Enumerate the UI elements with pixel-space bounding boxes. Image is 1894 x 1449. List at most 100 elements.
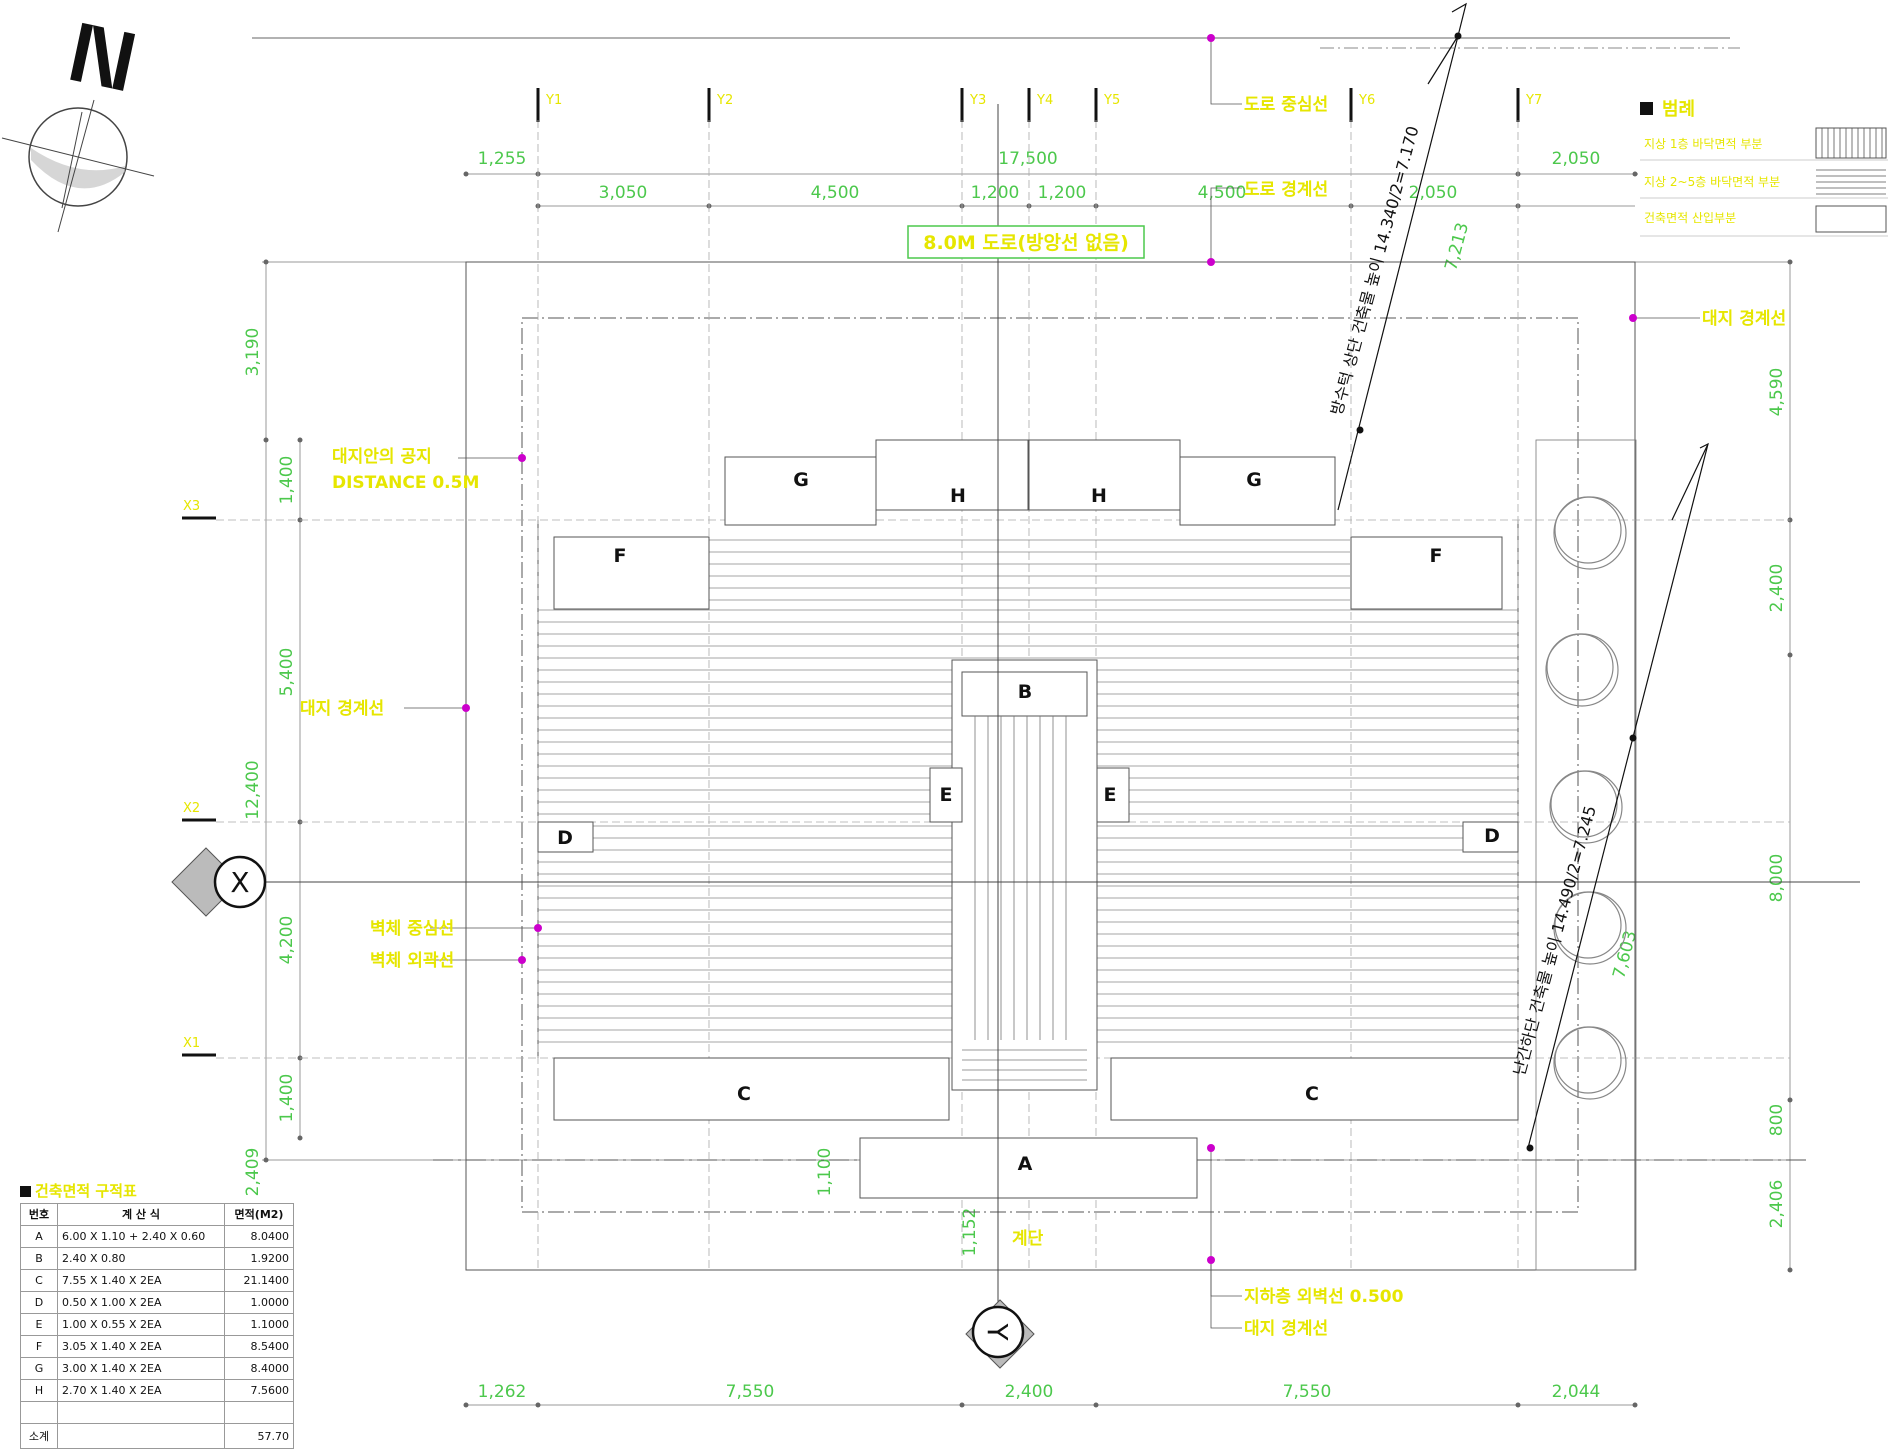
row-formula: 7.55 X 1.40 X 2EA (57, 1269, 225, 1292)
dim-bottom-4: 7,550 (1283, 1382, 1332, 1402)
note-setback-1: 대지안의 공지 (332, 447, 432, 467)
zone-h-right: H (1091, 485, 1107, 507)
axis-label-x: X (230, 866, 249, 899)
dim-top-d2: 4,500 (811, 183, 860, 203)
zone-f-right: F (1430, 545, 1443, 567)
dim-bottom-5: 2,044 (1552, 1382, 1601, 1402)
dim-bottom-3: 2,400 (1005, 1382, 1054, 1402)
zone-f-left: F (614, 545, 627, 567)
dim-left-2: 12,400 (243, 760, 263, 819)
row-id: C (20, 1269, 58, 1292)
note-bottom: 지하층 외벽선 0.500 (1244, 1287, 1404, 1307)
table-row-empty (20, 1401, 294, 1424)
dim-left-1: 3,190 (243, 328, 263, 377)
legend-item-2: 지상 2~5층 바닥면적 부분 (1644, 175, 1780, 189)
legend-title: 범례 (1662, 99, 1695, 120)
zone-b: B (1018, 681, 1032, 703)
dim-top-1: 1,255 (478, 149, 527, 169)
dim-top-d6: 2,050 (1409, 183, 1458, 203)
row-formula: 1.00 X 0.55 X 2EA (57, 1313, 225, 1336)
grid-label-y7: Y7 (1525, 93, 1542, 108)
row-id: G (20, 1357, 58, 1380)
note-road-boundary: 도로 경계선 (1244, 180, 1328, 200)
row-area: 7.5600 (224, 1379, 294, 1402)
dim-left-i3: 4,200 (277, 916, 297, 965)
row-id: F (20, 1335, 58, 1358)
note-stair: 계단 (1012, 1229, 1044, 1249)
road-label-box: 8.0M 도로(방앙선 없음) (907, 225, 1145, 259)
zone-e-left: E (940, 784, 953, 806)
dim-top-d1: 3,050 (599, 183, 648, 203)
area-table-title: 건축면적 구적표 (20, 1180, 137, 1201)
grid-label-y3: Y3 (969, 93, 986, 108)
row-id: H (20, 1379, 58, 1402)
row-area: 1.1000 (224, 1313, 294, 1336)
road-label: 8.0M 도로(방앙선 없음) (923, 232, 1129, 254)
area-table-title-text: 건축면적 구적표 (35, 1182, 137, 1200)
total-label: 소계 (20, 1423, 58, 1449)
row-area: 1.9200 (224, 1247, 294, 1270)
north-arrow-icon (1, 22, 155, 233)
dim-right-1: 4,590 (1767, 368, 1787, 417)
slope-label-top: 방수턱 상단 건축물 높이 14.340/2=7.170 (1327, 124, 1423, 417)
dim-left-i4: 1,400 (277, 1074, 297, 1123)
zone-d-right: D (1484, 825, 1500, 847)
legend-item-3: 건축면적 산입부분 (1644, 211, 1736, 225)
dim-top-3: 2,050 (1552, 149, 1601, 169)
row-id: B (20, 1247, 58, 1270)
row-area: 1.0000 (224, 1291, 294, 1314)
dim-inner-3: 1,100 (815, 1148, 835, 1197)
dim-right-3: 8,000 (1767, 854, 1787, 903)
area-table-header-area: 면적(M2) (224, 1203, 294, 1226)
row-formula: 6.00 X 1.10 + 2.40 X 0.60 (57, 1225, 225, 1248)
grid-label-y2: Y2 (716, 93, 733, 108)
row-area: 8.4000 (224, 1357, 294, 1380)
note-wall-outer: 벽체 외곽선 (370, 951, 454, 971)
axis-marker-y: Y (965, 1299, 1035, 1369)
note-road-centerline: 도로 중심선 (1244, 95, 1328, 115)
grid-label-y6: Y6 (1358, 93, 1375, 108)
row-area: 21.1400 (224, 1269, 294, 1292)
dim-left-i2: 5,400 (277, 648, 297, 697)
note-wall-center: 벽체 중심선 (370, 919, 454, 939)
row-formula: 0.50 X 1.00 X 2EA (57, 1291, 225, 1314)
dim-bottom-1: 1,262 (478, 1382, 527, 1402)
zone-a: A (1018, 1153, 1033, 1175)
zone-g-right: G (1246, 469, 1262, 491)
row-formula: 3.00 X 1.40 X 2EA (57, 1357, 225, 1380)
dim-right-5: 2,406 (1767, 1180, 1787, 1229)
dim-right-2: 2,400 (1767, 564, 1787, 613)
zone-e-right: E (1104, 784, 1117, 806)
grid-label-y1: Y1 (545, 93, 562, 108)
axis-label-y: Y (981, 1322, 1014, 1341)
row-id: D (20, 1291, 58, 1314)
grid-label-x3: X3 (183, 499, 200, 514)
grid-label-x2: X2 (183, 801, 200, 816)
zone-g-left: G (793, 469, 809, 491)
note-lot-boundary-right: 대지 경계선 (1702, 309, 1786, 329)
dim-top-d3: 1,200 (971, 183, 1020, 203)
dim-left-3: 2,409 (243, 1148, 263, 1197)
dim-top-d4: 1,200 (1038, 183, 1087, 203)
zone-c-right: C (1305, 1083, 1319, 1105)
row-id: A (20, 1225, 58, 1248)
legend-item-1: 지상 1층 바닥면적 부분 (1644, 137, 1762, 151)
row-formula: 2.70 X 1.40 X 2EA (57, 1379, 225, 1402)
row-id: E (20, 1313, 58, 1336)
dim-left-i1: 1,400 (277, 456, 297, 505)
dim-top-d5: 4,500 (1198, 183, 1247, 203)
row-formula: 3.05 X 1.40 X 2EA (57, 1335, 225, 1358)
row-area: 8.0400 (224, 1225, 294, 1248)
note-lot-boundary-bottom: 대지 경계선 (1244, 1319, 1328, 1339)
